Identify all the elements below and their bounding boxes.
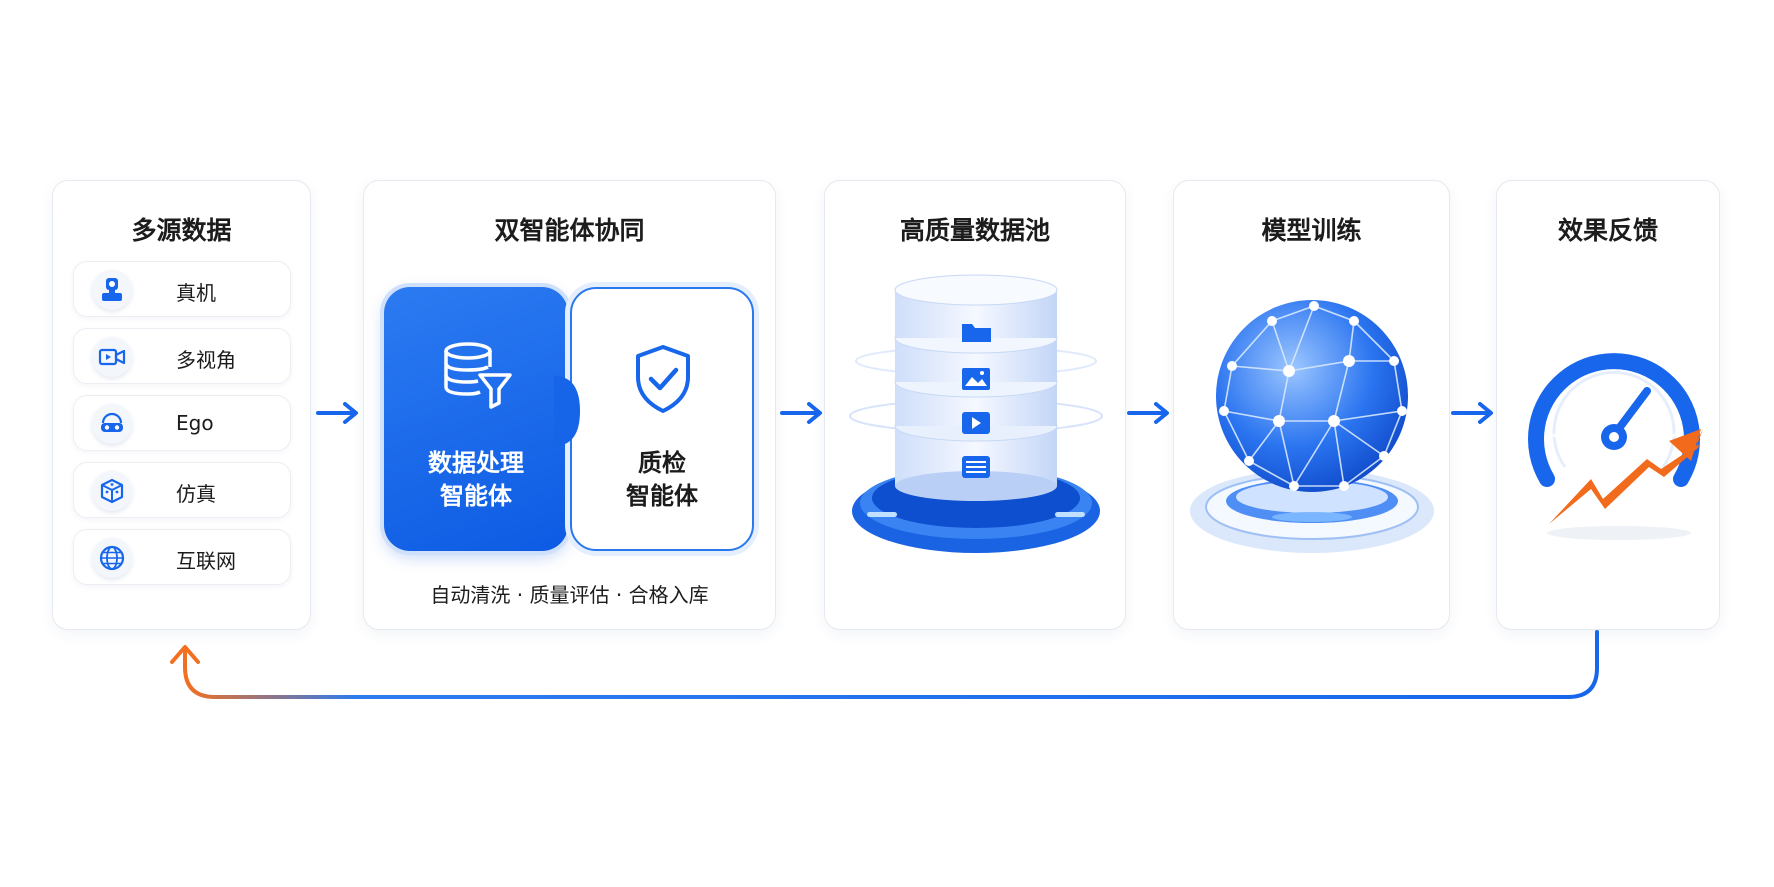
qa-agent: 质检 智能体 bbox=[570, 287, 754, 551]
globe-icon bbox=[92, 538, 132, 578]
flow-arrow-icon bbox=[1451, 402, 1493, 424]
image-icon bbox=[962, 368, 990, 390]
source-item-real-robot: 真机 bbox=[73, 261, 291, 317]
source-item-multi-view: 多视角 bbox=[73, 328, 291, 384]
stage-card-agents: 双智能体协同 数据处理 智能体 质检 智能体 自动清洗 · 质量评估 · 合格入… bbox=[363, 180, 776, 630]
source-label: 多视角 bbox=[176, 348, 236, 372]
document-icon bbox=[962, 456, 990, 478]
stage-card-pool: 高质量数据池 bbox=[824, 180, 1126, 630]
database-stack-illustration bbox=[849, 274, 1103, 553]
stage-card-feedback: 效果反馈 bbox=[1496, 180, 1720, 630]
camera-icon bbox=[92, 337, 132, 377]
shield-check-icon bbox=[636, 345, 690, 413]
flow-arrow-icon bbox=[316, 402, 358, 424]
source-label: Ego bbox=[176, 411, 214, 435]
stage-title-training: 模型训练 bbox=[1261, 216, 1362, 245]
flow-arrow-icon bbox=[780, 402, 822, 424]
stage-title-feedback: 效果反馈 bbox=[1557, 216, 1658, 245]
source-item-simulation: 仿真 bbox=[73, 462, 291, 518]
source-item-ego: Ego bbox=[73, 395, 291, 451]
stage-card-sources: 多源数据 真机 多视角 Ego 仿真 互联网 bbox=[52, 180, 311, 630]
robot-icon bbox=[92, 270, 132, 310]
neural-globe-icon bbox=[1190, 300, 1434, 553]
speedometer-icon bbox=[1528, 353, 1703, 540]
qa-agent-line1: 质检 bbox=[638, 449, 686, 477]
processing-agent-line1: 数据处理 bbox=[428, 449, 524, 477]
database-filter-icon bbox=[444, 342, 512, 409]
vr-headset-icon bbox=[92, 404, 132, 444]
stage-title-pool: 高质量数据池 bbox=[899, 216, 1050, 245]
folder-icon bbox=[962, 324, 991, 342]
stage-card-training: 模型训练 bbox=[1173, 180, 1450, 630]
source-label: 仿真 bbox=[176, 482, 216, 506]
source-label: 互联网 bbox=[176, 549, 236, 573]
video-icon bbox=[962, 412, 990, 434]
source-label: 真机 bbox=[176, 281, 216, 305]
puzzle-connector bbox=[554, 376, 580, 446]
processing-agent: 数据处理 智能体 bbox=[384, 287, 568, 551]
agents-caption: 自动清洗 · 质量评估 · 合格入库 bbox=[430, 583, 709, 607]
flow-arrow-icon bbox=[1127, 402, 1169, 424]
stage-title-agents: 双智能体协同 bbox=[494, 216, 645, 245]
source-item-internet: 互联网 bbox=[73, 529, 291, 585]
stage-title-sources: 多源数据 bbox=[131, 216, 232, 245]
processing-agent-line2: 智能体 bbox=[440, 482, 512, 510]
qa-agent-line2: 智能体 bbox=[626, 482, 698, 510]
cube-icon bbox=[92, 471, 132, 511]
